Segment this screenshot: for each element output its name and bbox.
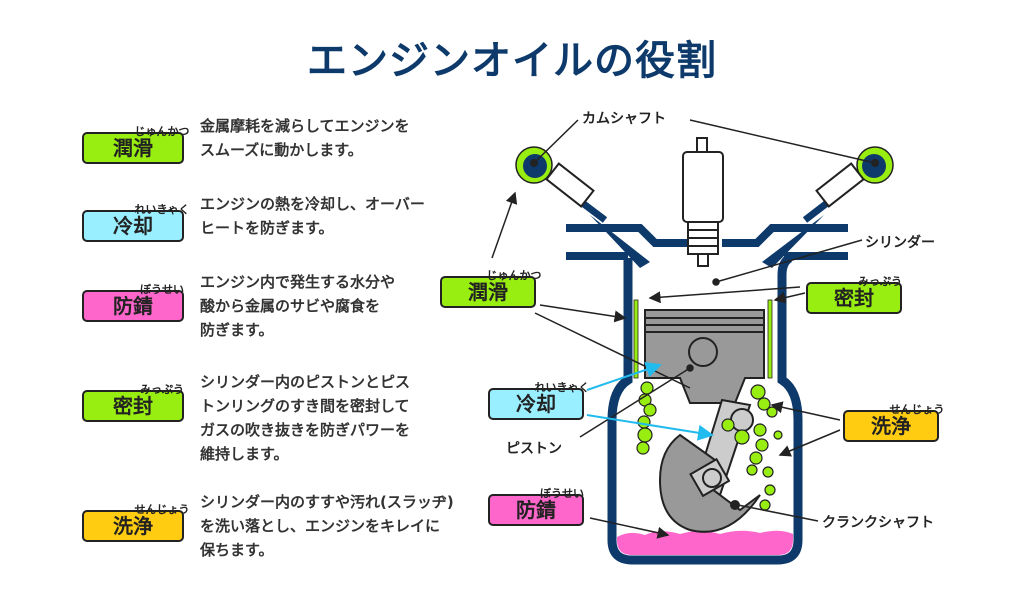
badge-label: 冷却 <box>113 214 153 238</box>
badge-cleaning: せんじょう 洗浄 <box>82 503 190 542</box>
badge-lubrication: じゅんかつ 潤滑 <box>82 125 190 164</box>
label-cylinder: シリンダー <box>865 235 935 251</box>
page-title: エンジンオイルの役割 <box>307 38 717 84</box>
tag-label: 潤滑 <box>468 280 508 304</box>
desc-line: エンジン内で発生する水分や <box>200 273 396 291</box>
ruby-cleaning: せんじょう <box>134 503 190 516</box>
desc-line: を洗い落とし、エンジンをキレイに <box>200 517 441 535</box>
ruby-lubrication: じゅんかつ <box>134 125 190 138</box>
badge-label: 潤滑 <box>113 136 153 160</box>
cylinder-wall <box>607 253 803 565</box>
tag-label: 冷却 <box>516 392 556 416</box>
oil-droplets <box>636 381 783 511</box>
desc-sealing: シリンダー内のピストンとピス トンリングのすき間を密封して ガスの吹き抜きを防ぎ… <box>200 370 480 466</box>
label-piston: ピストン <box>506 441 562 457</box>
valve-right <box>762 215 824 268</box>
desc-line: シリンダー内のピストンとピス <box>200 373 411 391</box>
desc-line: 金属摩耗を減らしてエンジンを <box>200 117 410 135</box>
desc-line: 酸から金属のサビや腐食を <box>200 297 381 315</box>
camshaft-left <box>515 146 608 223</box>
label-camshaft: カムシャフト <box>582 111 666 127</box>
tag-label: 洗浄 <box>871 414 911 438</box>
desc-line: シリンダー内のすすや汚れ(スラッヂ) <box>200 493 454 511</box>
tag-badge-cleaning: せんじょう 洗浄 <box>843 403 945 442</box>
tag-badge-cooling: れいきゃく 冷却 <box>488 381 590 420</box>
desc-line: スムーズに動かします。 <box>200 141 363 159</box>
sludge-oil <box>617 530 793 555</box>
desc-line: 防ぎます。 <box>200 321 274 339</box>
desc-line: ガスの吹き抜きを防ぎパワーを <box>200 421 411 439</box>
desc-cooling: エンジンの熱を冷却し、オーバー ヒートを防ぎます。 <box>200 192 460 240</box>
tag-badge-lubrication: じゅんかつ 潤滑 <box>440 269 542 308</box>
badge-rust-prevention: ぼうせい 防錆 <box>82 283 184 322</box>
piston <box>644 309 765 404</box>
desc-line: トンリングのすき間を密封して <box>200 397 410 415</box>
desc-rust-prevention: エンジン内で発生する水分や 酸から金属のサビや腐食を 防ぎます。 <box>200 270 460 342</box>
tag-ruby: じゅんかつ <box>486 269 542 282</box>
badge-label: 防錆 <box>113 294 153 318</box>
tag-ruby: ぼうせい <box>540 487 584 500</box>
cooling-arrows <box>586 361 714 441</box>
ruby-sealing: みっぷう <box>140 383 184 396</box>
leader-lines <box>491 119 876 539</box>
badge-label: 密封 <box>113 394 153 418</box>
desc-lubrication: 金属摩耗を減らしてエンジンを スムーズに動かします。 <box>200 114 460 162</box>
ruby-rust-prevention: ぼうせい <box>140 283 184 296</box>
desc-cleaning: シリンダー内のすすや汚れ(スラッヂ) を洗い落とし、エンジンをキレイに 保ちます… <box>200 490 500 562</box>
oil-film-left <box>633 299 639 379</box>
ruby-cooling: れいきゃく <box>134 203 190 216</box>
oil-film-right <box>767 299 773 379</box>
tag-ruby: せんじょう <box>889 403 945 416</box>
camshaft-right <box>802 146 894 223</box>
crankshaft <box>658 433 761 533</box>
spark-plug <box>682 137 724 267</box>
badge-sealing: みっぷう 密封 <box>82 383 184 422</box>
desc-line: ヒートを防ぎます。 <box>200 219 334 237</box>
badge-cooling: れいきゃく 冷却 <box>82 203 190 242</box>
label-crankshaft: クランクシャフト <box>822 515 934 531</box>
desc-line: エンジンの熱を冷却し、オーバー <box>200 195 425 213</box>
tag-badge-sealing: みっぷう 密封 <box>806 275 902 314</box>
desc-line: 保ちます。 <box>200 541 274 559</box>
valve-left <box>590 215 650 268</box>
desc-line: 維持します。 <box>200 445 289 463</box>
tag-label: 防錆 <box>516 498 556 522</box>
badge-label: 洗浄 <box>113 514 153 538</box>
tag-ruby: れいきゃく <box>534 381 590 394</box>
tag-ruby: みっぷう <box>858 275 902 288</box>
tag-label: 密封 <box>834 286 874 310</box>
tag-badge-rust-prevention: ぼうせい 防錆 <box>488 487 584 526</box>
